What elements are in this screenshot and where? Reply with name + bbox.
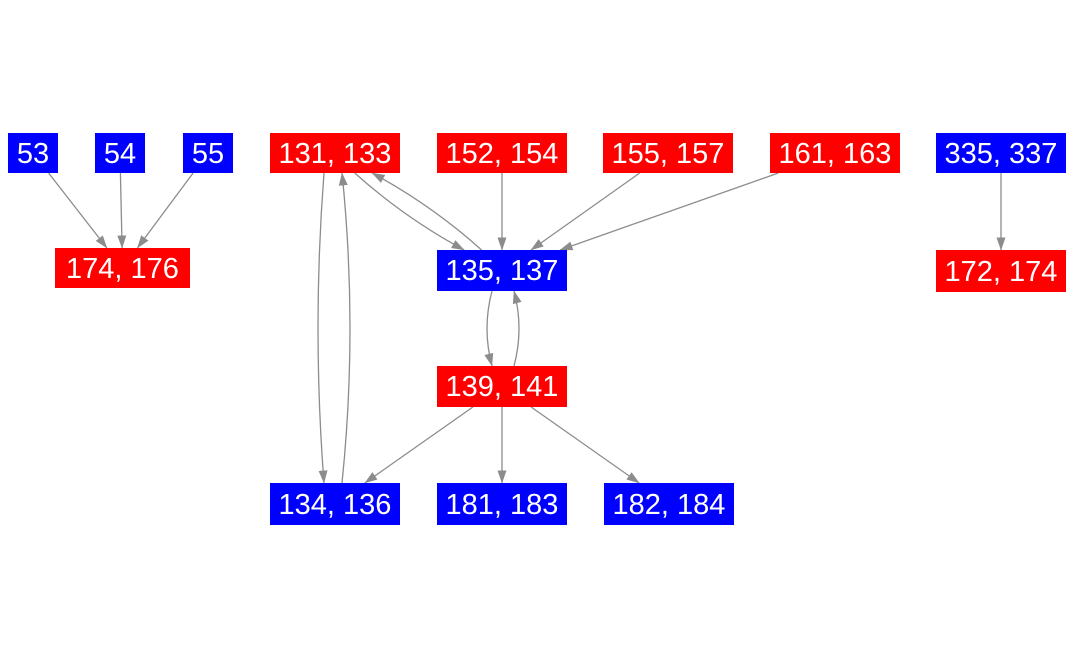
edge-55-to-174_176	[136, 172, 194, 249]
edge-135_137-to-139_141	[484, 290, 494, 367]
edge-54-to-174_176	[117, 172, 127, 249]
node-155_157: 155, 157	[603, 133, 733, 173]
edge-135_137-to-131_133	[371, 172, 483, 251]
node-53: 53	[8, 133, 58, 173]
edge-139_141-to-134_136	[364, 406, 474, 484]
edge-134_136-to-131_133	[338, 172, 351, 484]
edge-139_141-to-182_184	[530, 406, 640, 484]
node-181_183: 181, 183	[437, 483, 567, 525]
node-335_337: 335, 337	[936, 133, 1066, 173]
node-172_174: 172, 174	[936, 250, 1066, 292]
edge-53-to-174_176	[48, 172, 108, 249]
node-135_137: 135, 137	[437, 250, 567, 291]
edge-131_133-to-135_137	[354, 172, 465, 251]
edge-161_163-to-135_137	[559, 172, 779, 251]
node-139_141: 139, 141	[437, 366, 567, 407]
node-54: 54	[95, 133, 145, 173]
node-152_154: 152, 154	[437, 133, 567, 173]
node-174_176: 174, 176	[55, 248, 190, 288]
node-131_133: 131, 133	[270, 133, 400, 173]
node-134_136: 134, 136	[270, 483, 400, 525]
edge-155_157-to-135_137	[530, 172, 641, 251]
node-161_163: 161, 163	[770, 133, 900, 173]
node-55: 55	[183, 133, 233, 173]
edge-131_133-to-134_136	[317, 172, 328, 484]
edge-139_141-to-135_137	[512, 290, 522, 367]
node-182_184: 182, 184	[604, 483, 734, 525]
